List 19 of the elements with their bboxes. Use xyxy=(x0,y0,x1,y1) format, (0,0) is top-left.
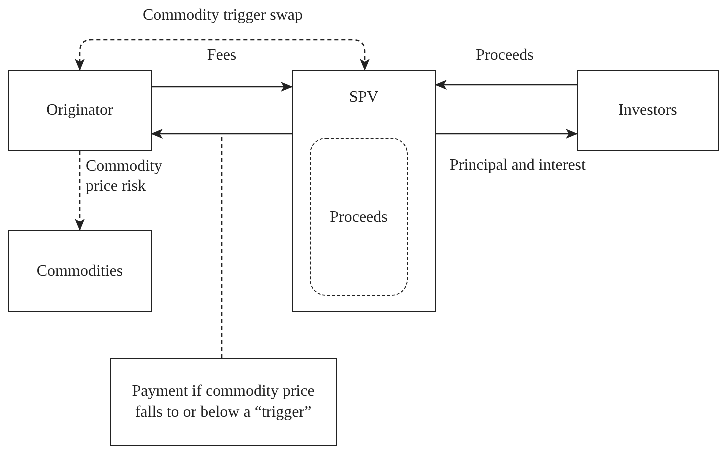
arrow xyxy=(75,151,85,231)
arrow xyxy=(151,129,292,139)
arrow xyxy=(75,39,370,71)
node-label: Originator xyxy=(46,101,114,121)
node-label: Investors xyxy=(618,101,678,121)
process-box xyxy=(577,70,719,151)
node-label: SPV xyxy=(349,88,379,108)
process-box xyxy=(110,358,337,446)
node-label: Payment if commodity price falls to or below a “trigger” xyxy=(131,382,316,423)
arrow xyxy=(435,80,577,90)
node-label: Proceeds xyxy=(330,208,388,228)
arrow xyxy=(152,82,293,92)
process-box xyxy=(8,230,152,312)
node-label: Commodities xyxy=(36,262,124,282)
process-box xyxy=(8,70,152,151)
leader-line xyxy=(221,134,223,358)
arrow xyxy=(436,129,578,139)
process-box xyxy=(292,70,436,312)
dashed-rounded-box xyxy=(310,138,408,296)
